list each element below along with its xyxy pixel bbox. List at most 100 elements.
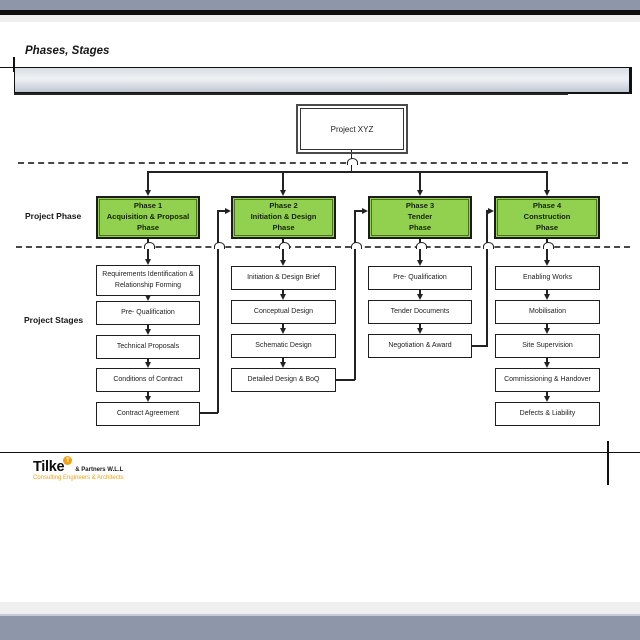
stage-box: Negotiation & Award xyxy=(368,334,472,358)
header-gradient-bar xyxy=(14,67,632,94)
phase-box-2: Phase 2 Initiation & Design Phase xyxy=(231,196,336,239)
connector-line xyxy=(282,239,284,260)
stage-box: Conceptual Design xyxy=(231,300,336,324)
page-title: Phases, Stages xyxy=(25,45,110,57)
top-slate-bar xyxy=(0,0,640,10)
logo-partners-text: & Partners W.L.L xyxy=(75,467,124,473)
stage-box: Requirements Identification & Relationsh… xyxy=(96,265,200,296)
line-hop-icon xyxy=(278,242,290,249)
feedback-line xyxy=(217,210,226,212)
footer-divider-line xyxy=(0,452,640,454)
root-node-project: Project XYZ xyxy=(296,104,408,154)
connector-line xyxy=(147,171,548,173)
phase-box-4: Phase 4 Construction Phase xyxy=(494,196,600,239)
connector-line xyxy=(147,239,149,259)
feedback-line xyxy=(217,211,219,413)
stage-box: Contract Agreement xyxy=(96,402,200,426)
top-black-rule xyxy=(0,10,640,15)
arrowhead-down-icon xyxy=(279,190,286,196)
connector-line xyxy=(419,171,421,191)
arrowhead-down-icon xyxy=(144,190,151,196)
phase-box-3: Phase 3 Tender Phase xyxy=(368,196,472,239)
arrowhead-down-icon xyxy=(144,295,151,301)
arrowhead-down-icon xyxy=(543,294,550,300)
logo-tagline-text: Consulting Engineers & Architects xyxy=(33,475,124,481)
stage-box: Commissioning & Handover xyxy=(495,368,600,392)
line-hop-icon xyxy=(542,242,554,249)
stage-separator-dashed-line xyxy=(16,245,630,248)
stage-box: Enabling Works xyxy=(495,266,600,290)
row-label-project-phase: Project Phase xyxy=(25,211,82,221)
arrowhead-down-icon xyxy=(279,362,286,368)
arrowhead-down-icon xyxy=(416,328,423,334)
line-hop-icon xyxy=(350,242,362,249)
connector-line xyxy=(282,171,284,191)
header-bar-shadow xyxy=(14,93,568,96)
stage-box: Tender Documents xyxy=(368,300,472,324)
bottom-slate-bar xyxy=(0,616,640,640)
feedback-line xyxy=(354,211,356,380)
arrowhead-down-icon xyxy=(144,362,151,368)
arrowhead-right-icon xyxy=(362,207,368,214)
arrowhead-right-icon xyxy=(488,207,494,214)
connector-line xyxy=(546,392,548,396)
connector-line xyxy=(147,359,149,362)
arrowhead-down-icon xyxy=(279,328,286,334)
top-gray-strip xyxy=(0,14,640,22)
arrowhead-down-icon xyxy=(543,396,550,402)
arrowhead-down-icon xyxy=(416,294,423,300)
logo-badge-icon: T xyxy=(63,456,73,465)
crop-mark-vertical xyxy=(13,57,15,72)
feedback-line xyxy=(472,345,488,347)
stage-box: Pre- Qualification xyxy=(368,266,472,290)
line-hop-icon xyxy=(213,242,225,249)
company-logo: Tilke T & Partners W.L.L Consulting Engi… xyxy=(33,456,123,481)
stage-box: Mobilisation xyxy=(495,300,600,324)
arrowhead-right-icon xyxy=(225,207,231,214)
arrowhead-down-icon xyxy=(543,190,550,196)
connector-line xyxy=(546,171,548,191)
connector-line xyxy=(282,290,284,294)
connector-line xyxy=(147,325,149,329)
stage-box: Site Supervision xyxy=(495,334,600,358)
arrowhead-down-icon xyxy=(543,328,550,334)
connector-line xyxy=(546,358,548,362)
arrowhead-down-icon xyxy=(416,260,423,266)
arrowhead-down-icon xyxy=(543,260,550,266)
feedback-line xyxy=(486,211,488,346)
connector-line xyxy=(147,392,149,396)
feedback-line xyxy=(200,412,218,414)
arrowhead-down-icon xyxy=(279,294,286,300)
line-hop-icon xyxy=(415,242,427,249)
phase-separator-dashed-line xyxy=(18,161,628,164)
arrowhead-down-icon xyxy=(279,260,286,266)
connector-line xyxy=(282,324,284,328)
crop-mark-horizontal xyxy=(0,66,14,68)
stage-box: Pre- Qualification xyxy=(96,301,200,325)
feedback-line xyxy=(336,379,355,381)
line-hop-icon xyxy=(346,158,358,165)
stage-box: Schematic Design xyxy=(231,334,336,358)
connector-line xyxy=(419,290,421,294)
connector-line xyxy=(546,324,548,328)
bottom-gray-strip xyxy=(0,602,640,614)
connector-line xyxy=(147,171,149,191)
stage-box: Technical Proposals xyxy=(96,335,200,359)
stage-box: Detailed Design & BoQ xyxy=(231,368,336,392)
connector-line xyxy=(419,324,421,328)
stage-box: Conditions of Contract xyxy=(96,368,200,392)
crop-mark-vertical-bottom xyxy=(607,441,609,485)
phase-box-1: Phase 1 Acquisition & Proposal Phase xyxy=(96,196,200,239)
stage-box: Defects & Liability xyxy=(495,402,600,426)
line-hop-icon xyxy=(143,242,155,249)
connector-line xyxy=(419,239,421,260)
row-label-project-stages: Project Stages xyxy=(24,315,84,325)
connector-line xyxy=(546,290,548,294)
bottom-lavender-rule xyxy=(0,613,640,616)
logo-brand-text: Tilke xyxy=(33,459,65,475)
arrowhead-down-icon xyxy=(144,259,151,265)
arrowhead-down-icon xyxy=(144,396,151,402)
arrowhead-down-icon xyxy=(543,362,550,368)
arrowhead-down-icon xyxy=(416,190,423,196)
